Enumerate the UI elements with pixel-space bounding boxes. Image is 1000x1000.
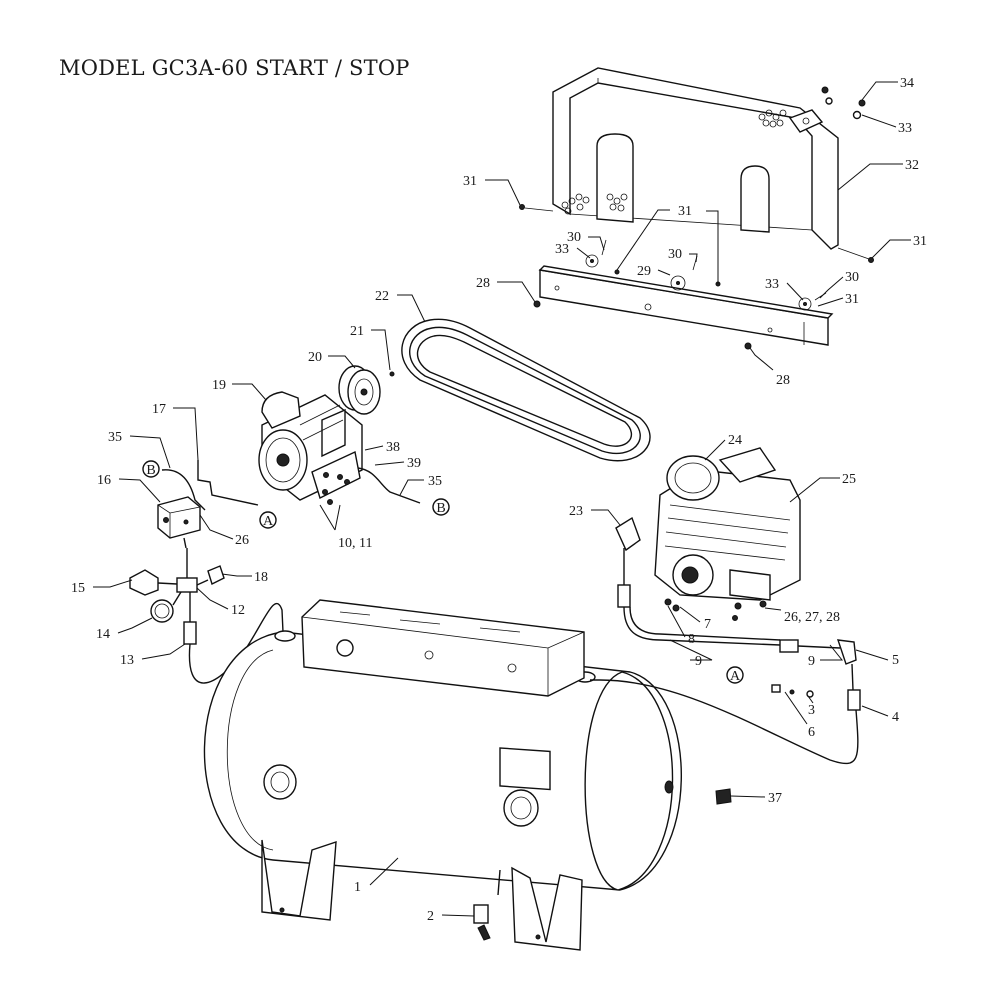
callout-26-27-28: 26, 27, 28 <box>784 610 840 625</box>
callout-34: 34 <box>900 76 914 91</box>
callout-25: 25 <box>842 472 856 487</box>
guard-bracket <box>533 239 834 350</box>
guard-vent-right <box>758 109 787 128</box>
callout-31d: 31 <box>845 292 859 307</box>
callout-18: 18 <box>254 570 268 585</box>
connector-B2 <box>432 498 450 516</box>
callout-31a: 31 <box>463 174 477 189</box>
callout-1: 1 <box>354 880 361 895</box>
v-belt <box>401 318 651 462</box>
callout-30c: 30 <box>845 270 859 285</box>
callout-31c: 31 <box>913 234 927 249</box>
manifold-assembly <box>129 548 225 645</box>
callout-37: 37 <box>768 791 782 806</box>
connector-A1 <box>259 511 277 529</box>
connector-label: A <box>263 514 274 529</box>
callout-38: 38 <box>386 440 400 455</box>
diagram-title: MODEL GC3A-60 START / STOP <box>59 56 410 80</box>
callout-32: 32 <box>905 158 919 173</box>
connector-label: B <box>146 463 155 478</box>
callout-23: 23 <box>569 504 583 519</box>
tank-mounting-plate <box>301 599 585 697</box>
callout-21: 21 <box>350 324 364 339</box>
callout-35b: 35 <box>428 474 442 489</box>
compressor-pump <box>654 447 801 612</box>
tank-feet <box>261 839 583 951</box>
tank-plug <box>715 788 732 805</box>
callout-30b: 30 <box>668 247 682 262</box>
unloader-tube <box>197 460 259 506</box>
callout-16: 16 <box>97 473 111 488</box>
discharge-tubing <box>590 516 861 765</box>
callout-4: 4 <box>892 710 899 725</box>
callout-8: 8 <box>688 632 695 647</box>
connector-label: A <box>730 669 741 684</box>
callout-14: 14 <box>96 627 110 642</box>
callout-6: 6 <box>808 725 815 740</box>
callout-22: 22 <box>375 289 389 304</box>
callout-9b: 9 <box>808 654 815 669</box>
callout-numbers: 1 2 3 4 5 6 7 8 9 9 10, 11 12 13 14 15 1… <box>71 76 927 924</box>
callout-3: 3 <box>808 703 815 718</box>
connector-label: B <box>436 501 445 516</box>
callout-19: 19 <box>212 378 226 393</box>
electric-motor <box>258 391 421 504</box>
callout-30a: 30 <box>567 230 581 245</box>
loose-fittings <box>732 615 814 698</box>
callout-33c: 33 <box>898 121 912 136</box>
callout-12: 12 <box>231 603 245 618</box>
callout-9a: 9 <box>695 654 702 669</box>
callout-7: 7 <box>704 617 711 632</box>
callout-13: 13 <box>120 653 134 668</box>
callout-5: 5 <box>892 653 899 668</box>
callout-28b: 28 <box>776 373 790 388</box>
guard-vent-left <box>561 193 628 215</box>
callout-39: 39 <box>407 456 421 471</box>
callout-15: 15 <box>71 581 85 596</box>
callout-20: 20 <box>308 350 322 365</box>
callout-31b: 31 <box>678 204 692 219</box>
pressure-switch <box>157 496 201 549</box>
callout-29: 29 <box>637 264 651 279</box>
callout-28a: 28 <box>476 276 490 291</box>
callout-17: 17 <box>152 402 166 417</box>
motor-pulley <box>338 365 381 415</box>
callout-33b: 33 <box>765 277 779 292</box>
drain-valve <box>473 869 501 941</box>
connector-B1 <box>142 460 160 478</box>
callout-26: 26 <box>235 533 249 548</box>
connector-A2 <box>726 666 744 684</box>
callout-35a: 35 <box>108 430 122 445</box>
callout-24: 24 <box>728 433 742 448</box>
callout-10-11: 10, 11 <box>338 536 372 551</box>
guard-hardware <box>519 86 874 263</box>
callout-33a: 33 <box>555 242 569 257</box>
belt-guard <box>552 67 839 250</box>
leader-lines <box>93 81 911 917</box>
callout-2: 2 <box>427 909 434 924</box>
